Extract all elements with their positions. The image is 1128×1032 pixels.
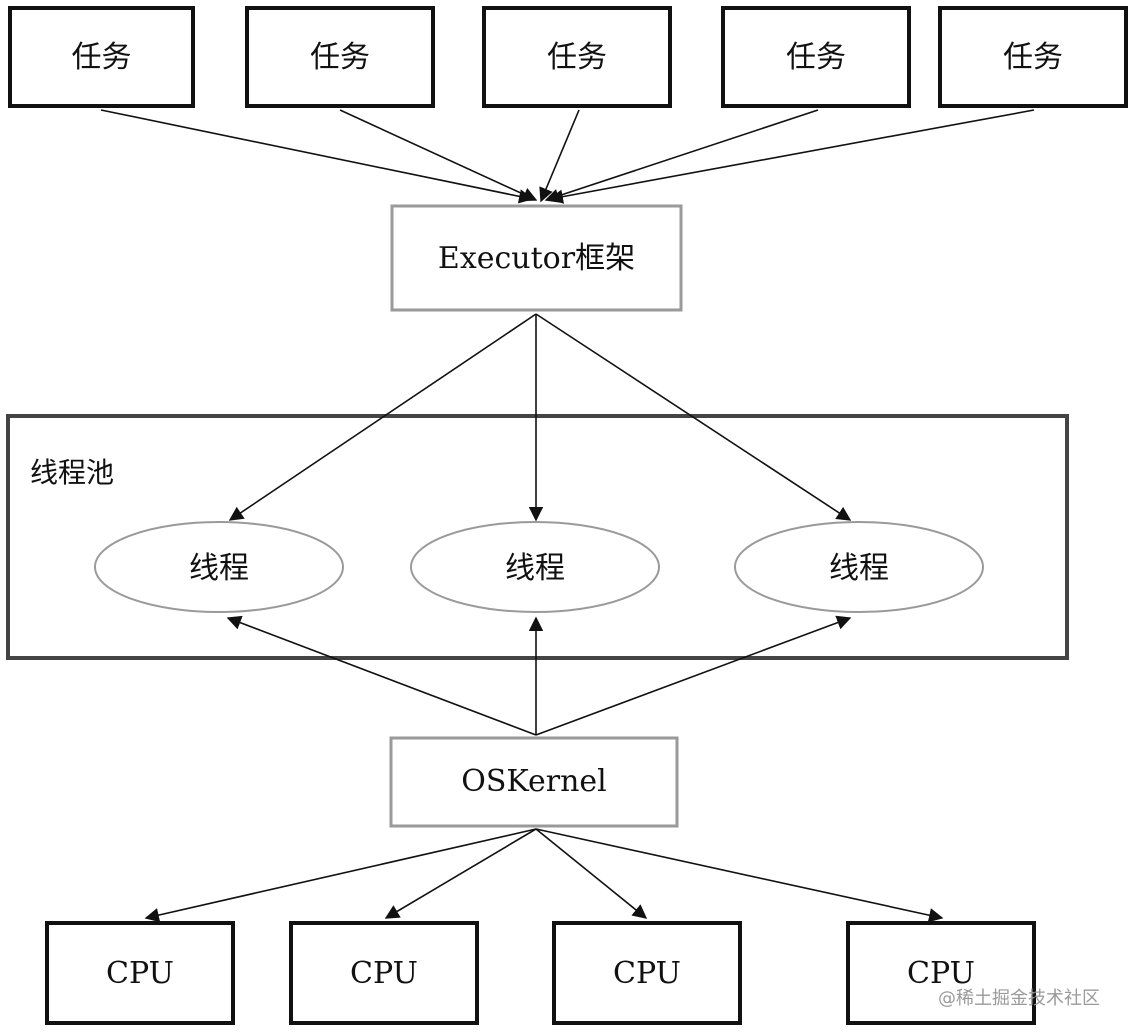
arrow-executor-thread3 — [535, 313, 852, 521]
watermark-text: @稀土掘金技术社区 — [938, 988, 1100, 1009]
task-label: 任务 — [72, 40, 132, 75]
arrow-kernel-cpu3 — [535, 828, 648, 919]
arrow-kernel-cpu4 — [535, 828, 944, 923]
task-node-4: 任务 — [721, 6, 911, 108]
arrow-task2-executor — [339, 109, 538, 202]
task-label: 任务 — [310, 40, 370, 75]
cpu-label: CPU — [613, 956, 681, 991]
arrow-task4-executor — [544, 109, 819, 203]
executor-node: Executor框架 — [390, 204, 683, 312]
thread-label: 线程 — [189, 551, 249, 586]
task-node-3: 任务 — [482, 6, 672, 108]
cpu-label: CPU — [106, 956, 174, 991]
executor-label: Executor框架 — [438, 241, 635, 276]
thread-node-1: 线程 — [94, 521, 344, 613]
thread-label: 线程 — [829, 551, 889, 586]
arrow-kernel-thread3 — [535, 615, 852, 736]
arrow-task5-executor — [548, 109, 1035, 204]
task-to-executor-arrows — [100, 109, 1035, 204]
cpu-node-4: CPU — [846, 921, 1036, 1025]
arrow-kernel-cpu2 — [384, 828, 537, 919]
task-label: 任务 — [547, 40, 607, 75]
thread-pool-title: 线程池 — [30, 456, 114, 489]
cpu-node-3: CPU — [552, 921, 742, 1025]
kernel-to-cpu-arrows — [144, 828, 944, 923]
cpu-label: CPU — [350, 956, 418, 991]
arrow-executor-thread1 — [228, 313, 537, 521]
task-label: 任务 — [1003, 40, 1063, 75]
cpu-node-2: CPU — [289, 921, 479, 1025]
thread-node-2: 线程 — [410, 521, 660, 613]
arrow-task3-executor — [539, 109, 580, 203]
thread-label: 线程 — [505, 551, 565, 586]
kernel-to-thread-arrows — [226, 615, 852, 736]
cpu-node-1: CPU — [45, 921, 235, 1025]
arrow-kernel-thread1 — [226, 615, 537, 736]
executor-to-thread-arrows — [228, 313, 852, 522]
cpu-label: CPU — [907, 956, 975, 991]
os-kernel-label: OSKernel — [461, 764, 607, 799]
arrow-task1-executor — [100, 109, 534, 204]
task-node-2: 任务 — [245, 6, 435, 108]
task-node-1: 任务 — [8, 6, 195, 108]
os-kernel-node: OSKernel — [389, 736, 679, 828]
thread-node-3: 线程 — [734, 521, 984, 613]
thread-pool-container: 线程池 — [6, 414, 1069, 660]
task-node-5: 任务 — [938, 6, 1128, 108]
arrow-kernel-cpu1 — [144, 828, 537, 923]
task-label: 任务 — [786, 40, 846, 75]
